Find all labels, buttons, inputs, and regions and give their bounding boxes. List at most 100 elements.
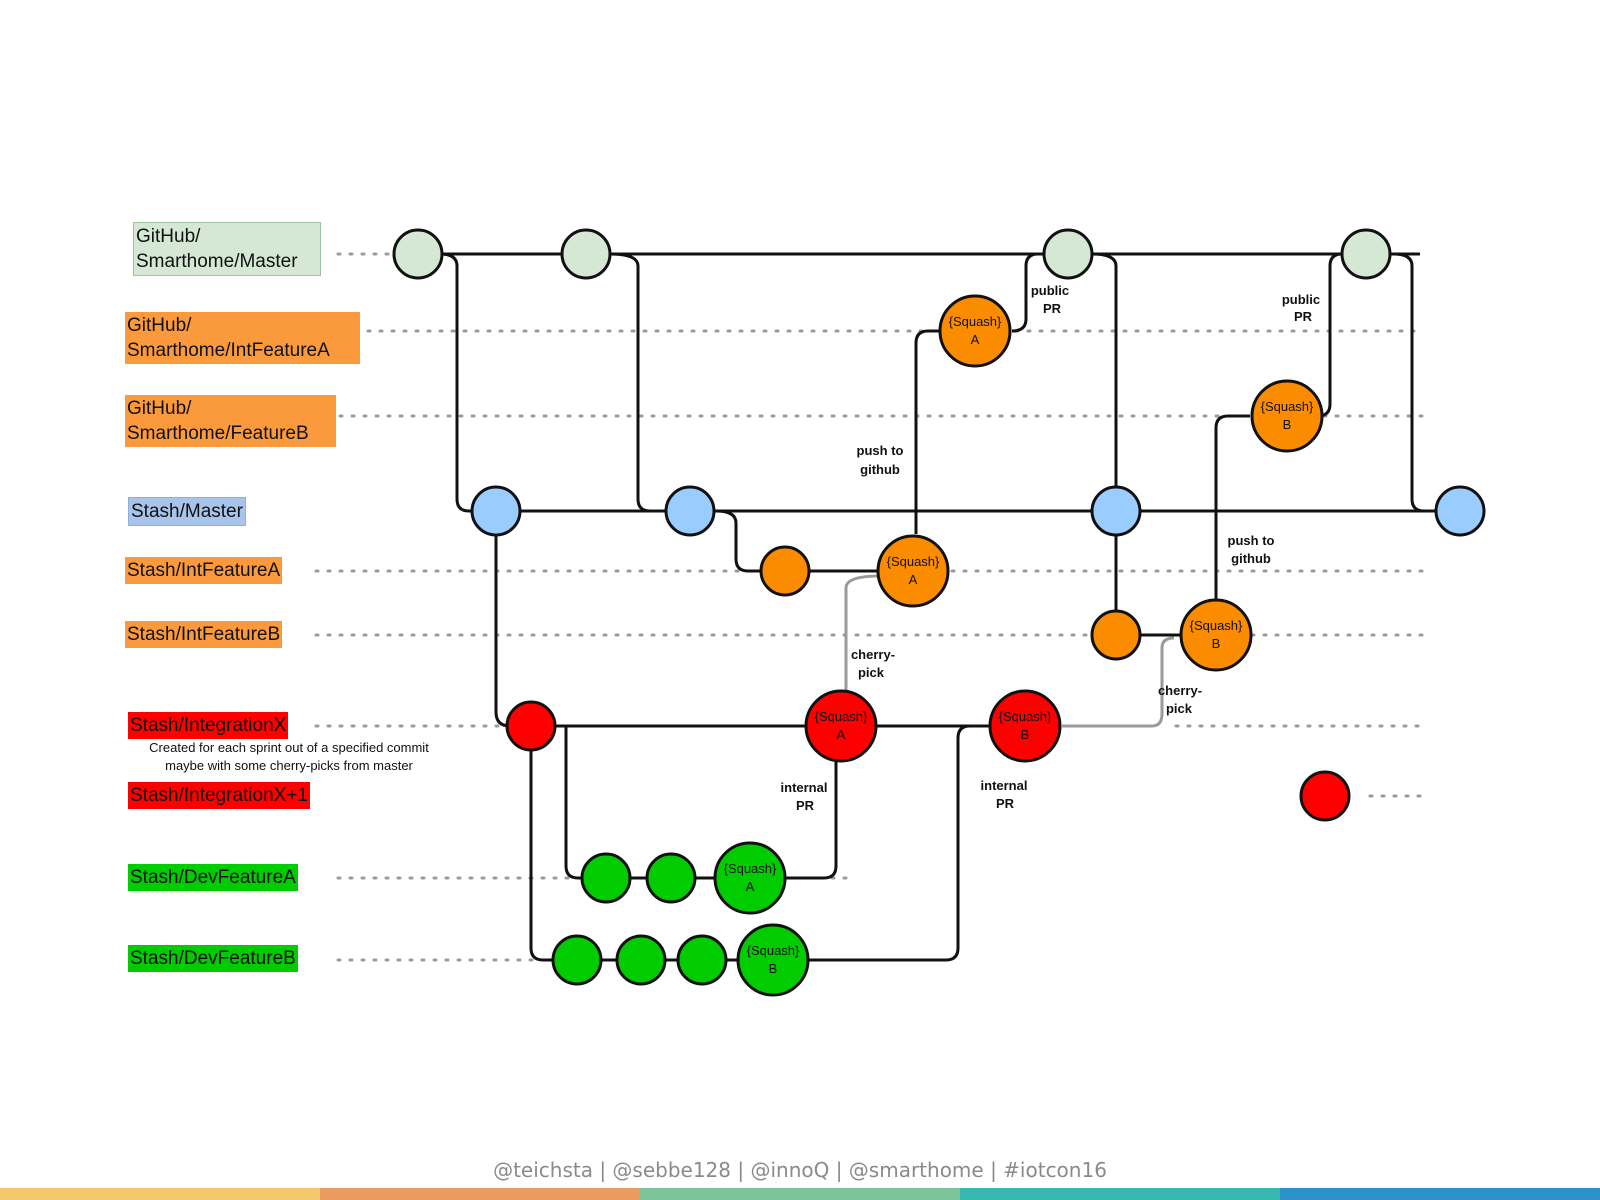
integration-note-line: Created for each sprint out of a specifi… (149, 740, 429, 755)
commit-github-master-1 (392, 228, 444, 280)
edge-devfeaturea-internal-pr (780, 744, 838, 880)
lane-label-line: GitHub/ (127, 398, 192, 419)
commit-github-master-4 (1340, 228, 1392, 280)
squash-node-integration-a: {Squash} A (804, 689, 878, 763)
annotation-internal-pr-b: internal (981, 778, 1028, 793)
annotation-internal-pr-a: PR (796, 798, 815, 813)
commit-devfeatureb-1 (551, 934, 603, 986)
edge-cherry-pick-a (844, 574, 881, 690)
squash-text: {Squash} (815, 709, 868, 724)
commit-integrationx-1 (505, 700, 557, 752)
integration-note-line: maybe with some cherry-picks from master (165, 758, 413, 773)
squash-circle-dev-b (736, 923, 810, 997)
stripe-segment (960, 1188, 1280, 1200)
lane-label-stash-devfeatureb: Stash/DevFeatureB (128, 945, 298, 972)
annotation-push-github-a: github (860, 462, 900, 477)
annotation-public-pr-b: PR (1294, 309, 1313, 324)
squash-node-dev-a: {Squash} A (713, 841, 787, 915)
annotation-public-pr-a: public (1031, 283, 1069, 298)
edges (418, 252, 1460, 962)
stripe-segment (1280, 1188, 1600, 1200)
edge-ghm2-to-sm2 (609, 252, 680, 513)
squash-text: {Squash} (949, 314, 1002, 329)
lane-label-stash-intfeatureb: Stash/IntFeatureB (125, 621, 283, 648)
squash-node-github-b: {Squash} B (1250, 379, 1324, 453)
edge-ghm3-to-sm3 (1091, 252, 1118, 511)
squash-text: {Squash} (887, 554, 940, 569)
lane-label-stash-intfeaturea: Stash/IntFeatureA (125, 557, 283, 584)
lane-label-line: Smarthome/IntFeatureA (127, 340, 330, 361)
squash-node-stash-b: {Squash} B (1179, 598, 1253, 672)
annotation-internal-pr-b: PR (996, 796, 1015, 811)
commit-devfeaturea-2 (645, 852, 697, 904)
squash-node-stash-a: {Squash} A (876, 534, 950, 608)
commit-devfeatureb-3 (676, 934, 728, 986)
edge-devfeatureb-internal-pr (808, 724, 990, 962)
annotation-public-pr-a: PR (1043, 301, 1062, 316)
commit-integrationx1-1 (1299, 770, 1351, 822)
lane-label-github-master: GitHub/ Smarthome/Master (133, 222, 321, 276)
edge-cherry-pick-b (1062, 636, 1175, 728)
squash-letter: A (746, 879, 755, 894)
annotations: public PR public PR push to github push … (781, 283, 1321, 813)
lane-label-stash-integrationx1: Stash/IntegrationX+1 (128, 782, 310, 809)
annotation-cherry-pick-a: cherry- (851, 647, 895, 662)
lane-label-line: GitHub/ (127, 315, 192, 336)
stripe-segment (0, 1188, 320, 1200)
squash-circle-stash-b (1179, 598, 1253, 672)
squash-circle-dev-a (713, 841, 787, 915)
squash-circle-github-a (938, 294, 1012, 368)
integration-note: Created for each sprint out of a specifi… (128, 739, 450, 775)
commit-stash-intfeatureb-1 (1090, 609, 1142, 661)
footer-credits: @teichsta | @sebbe128 | @innoQ | @smarth… (493, 1158, 1107, 1182)
squash-node-dev-b: {Squash} B (736, 923, 810, 997)
squash-circle-stash-a (876, 534, 950, 608)
lane-label-github-featureb: GitHub/ Smarthome/FeatureB (125, 395, 336, 447)
squash-text: {Squash} (747, 943, 800, 958)
squash-circle-integration-b (988, 689, 1062, 763)
commit-stash-master-3 (1090, 485, 1142, 537)
edge-sm1-to-intx (494, 525, 530, 728)
commit-devfeatureb-2 (615, 934, 667, 986)
squash-circle-integration-a (804, 689, 878, 763)
squash-letter: B (1021, 727, 1030, 742)
squash-letter: A (971, 332, 980, 347)
edge-squash-a-push-github (914, 329, 946, 534)
nodes: {Squash} A {Squash} A {Squash} B {Squash… (392, 228, 1486, 997)
annotation-cherry-pick-b: pick (1166, 701, 1193, 716)
lane-label-line: GitHub/ (136, 226, 201, 247)
squash-text: {Squash} (724, 861, 777, 876)
lane-guides (314, 252, 1424, 962)
lane-label-stash-integrationx: Stash/IntegrationX (128, 712, 289, 739)
commit-devfeaturea-1 (580, 852, 632, 904)
edge-ghm1-to-sm1 (439, 252, 486, 513)
stripe-segment (320, 1188, 640, 1200)
commit-stash-master-2 (664, 485, 716, 537)
lane-label-stash-devfeaturea: Stash/DevFeatureA (128, 864, 298, 891)
lane-label-github-intfeaturea: GitHub/ Smarthome/IntFeatureA (125, 312, 360, 364)
lane-label-line: Smarthome/Master (136, 251, 298, 272)
commit-github-master-2 (560, 228, 612, 280)
lane-label-line: Smarthome/FeatureB (127, 423, 309, 444)
commit-stash-master-1 (470, 485, 522, 537)
edge-intx-to-devfeaturea (564, 726, 590, 880)
edge-squash-b-public-pr (1317, 252, 1350, 418)
squash-letter: A (909, 572, 918, 587)
commit-github-master-3 (1042, 228, 1094, 280)
commit-stash-master-4 (1434, 485, 1486, 537)
edge-squash-a-public-pr (1011, 252, 1045, 333)
lane-label-stash-master: Stash/Master (128, 497, 246, 526)
squash-letter: B (769, 961, 778, 976)
annotation-cherry-pick-b: cherry- (1158, 683, 1202, 698)
edge-intx-to-devfeatureb (529, 750, 560, 962)
commit-stash-intfeaturea-1 (759, 545, 811, 597)
annotation-public-pr-b: public (1282, 292, 1320, 307)
edge-sm2-to-intfeaturea (715, 509, 770, 573)
edge-ghm4-to-sm4 (1393, 252, 1452, 513)
stripe-segment (640, 1188, 960, 1200)
edge-squash-b-push-github (1214, 414, 1250, 600)
squash-text: {Squash} (999, 709, 1052, 724)
annotation-push-github-a: push to (857, 443, 904, 458)
